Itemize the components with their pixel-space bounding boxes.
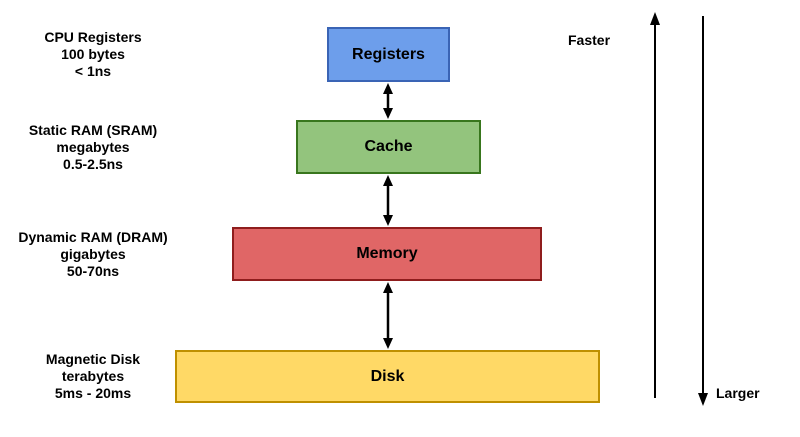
description-line: Static RAM (SRAM) bbox=[28, 121, 158, 138]
disk-box: Disk bbox=[175, 350, 600, 403]
description-line: < 1ns bbox=[74, 63, 112, 79]
level-description-registers: CPU Registers 100 bytes < 1ns bbox=[3, 27, 183, 82]
description-line: terabytes bbox=[61, 368, 125, 384]
description-line: 50-70ns bbox=[66, 262, 120, 279]
registers-box: Registers bbox=[327, 27, 450, 82]
memory-disk-arrow-icon bbox=[383, 282, 393, 349]
disk-box-label: Disk bbox=[370, 367, 405, 385]
registers-cache-arrow-icon bbox=[383, 83, 393, 119]
description-line: gigabytes bbox=[60, 245, 126, 262]
level-description-disk: Magnetic Disk terabytes 5ms - 20ms bbox=[3, 350, 183, 403]
registers-box-label: Registers bbox=[352, 45, 425, 63]
description-line: 5ms - 20ms bbox=[54, 385, 132, 401]
description-line: megabytes bbox=[56, 138, 130, 155]
level-description-memory: Dynamic RAM (DRAM) gigabytes 50-70ns bbox=[3, 227, 183, 281]
cache-box-label: Cache bbox=[364, 138, 413, 155]
description-line: 100 bytes bbox=[61, 46, 125, 62]
description-line: 0.5-2.5ns bbox=[63, 155, 123, 172]
memory-box: Memory bbox=[232, 227, 542, 281]
description-line: CPU Registers bbox=[44, 29, 142, 45]
faster-axis-label: Faster bbox=[568, 32, 611, 48]
memory-box-label: Memory bbox=[356, 245, 418, 262]
description-line: Magnetic Disk bbox=[45, 351, 141, 367]
description-line: Dynamic RAM (DRAM) bbox=[18, 228, 168, 245]
cache-box: Cache bbox=[296, 120, 481, 174]
cache-memory-arrow-icon bbox=[383, 175, 393, 226]
larger-axis-label: Larger bbox=[716, 385, 760, 401]
level-description-cache: Static RAM (SRAM) megabytes 0.5-2.5ns bbox=[3, 120, 183, 174]
larger-down-arrow-icon bbox=[698, 16, 708, 406]
faster-up-arrow-icon bbox=[650, 12, 660, 398]
